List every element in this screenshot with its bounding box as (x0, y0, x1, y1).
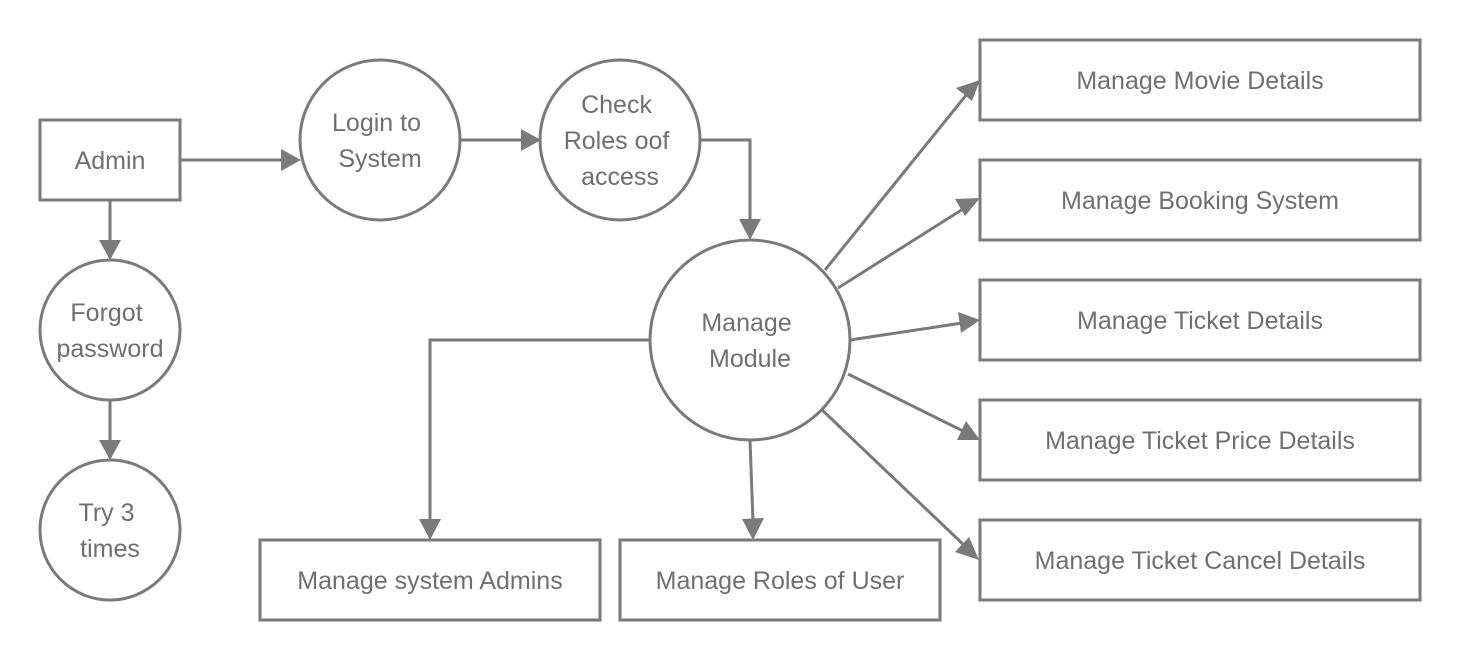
edge-manage-roles-user (748, 439, 755, 523)
arrow-manage-movie (956, 80, 980, 101)
arrow-admin-forgot (99, 240, 121, 260)
edge-manage-sys-admins (428, 338, 650, 522)
node-ticket-price-label: Manage Ticket Price Details (1045, 427, 1355, 455)
node-roles-user-label: Manage Roles of User (656, 567, 905, 595)
node-sys-admins-label: Manage system Admins (297, 567, 562, 595)
arrow-admin-login (281, 149, 301, 171)
edge-manage-booking (837, 207, 964, 290)
svg-text:Check Roles oof ac: Check Roles oof access (564, 91, 677, 191)
node-roles-user: Manage Roles of User (618, 538, 942, 622)
arrow-manage-booking (955, 198, 980, 216)
node-login-label-line1: Login to (332, 109, 421, 137)
node-ticket-price: Manage Ticket Price Details (978, 398, 1422, 482)
svg-text:Manage Module: Manage Module (701, 309, 798, 373)
edge-manage-movie (823, 93, 969, 271)
node-forgot-line2: password (57, 335, 164, 363)
node-check-roles-line1: Check (581, 91, 652, 119)
node-try3: Try 3 times (38, 458, 182, 602)
node-admin-label: Admin (75, 147, 146, 175)
node-booking-label: Manage Booking System (1061, 187, 1339, 215)
node-manage-module: Manage Module (648, 238, 852, 442)
arrow-check-manage (739, 219, 761, 240)
node-ticket: Manage Ticket Details (978, 278, 1422, 362)
node-manage-module-line1: Manage (701, 309, 791, 337)
edge-manage-ticket-price (847, 372, 964, 433)
node-ticket-cancel: Manage Ticket Cancel Details (978, 518, 1422, 602)
arrow-login-check (521, 129, 541, 151)
node-check-roles-line2: Roles oof (564, 127, 670, 155)
edge-manage-ticket (849, 321, 963, 342)
node-ticket-cancel-label: Manage Ticket Cancel Details (1035, 547, 1366, 575)
node-booking: Manage Booking System (978, 158, 1422, 242)
node-forgot: Forgot password (38, 258, 182, 402)
arrow-manage-roles-user (742, 518, 764, 540)
node-login-label-line2: System (338, 145, 421, 173)
edges (99, 80, 980, 560)
node-ticket-label: Manage Ticket Details (1077, 307, 1323, 335)
svg-text:Forgot password: Forgot password (57, 299, 164, 363)
node-check-roles-line3: access (581, 163, 659, 191)
edge-check-manage (700, 138, 752, 222)
node-admin: Admin (38, 118, 182, 202)
arrow-forgot-try3 (99, 440, 121, 460)
arrow-manage-ticket-cancel (955, 537, 979, 560)
node-try3-line2: times (80, 535, 140, 563)
svg-text:Login to System: Login to System (332, 109, 428, 173)
node-forgot-line1: Forgot (70, 299, 142, 327)
edge-manage-ticket-cancel (818, 406, 968, 549)
node-sys-admins: Manage system Admins (258, 538, 602, 622)
arrow-manage-ticket-price (957, 421, 980, 440)
svg-text:Try 3 times: Try 3 times (79, 499, 142, 563)
node-movie-label: Manage Movie Details (1076, 67, 1323, 95)
node-try3-line1: Try 3 (79, 499, 135, 527)
arrow-manage-sys-admins (419, 519, 441, 540)
arrow-manage-ticket (958, 312, 980, 333)
node-manage-module-line2: Module (709, 345, 791, 373)
node-check-roles: Check Roles oof access (538, 58, 702, 222)
node-login: Login to System (298, 58, 462, 222)
node-movie: Manage Movie Details (978, 38, 1422, 122)
